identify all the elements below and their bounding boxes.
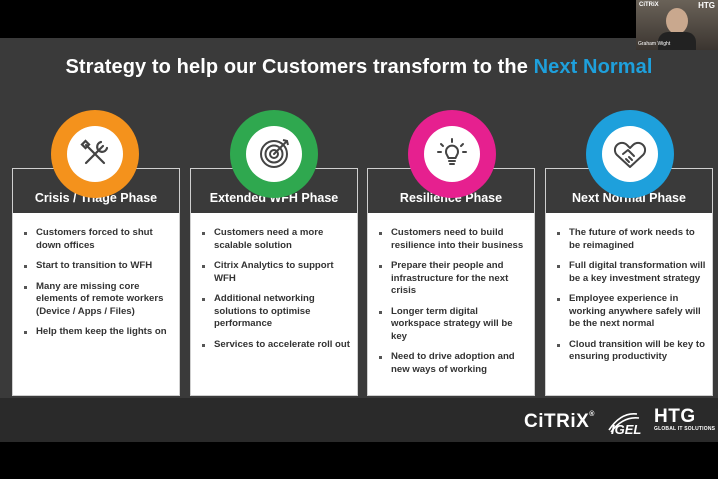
phase-card-extended-wfh: Extended WFH Phase Customers need a more… (190, 168, 358, 396)
phase-title: Resilience Phase (368, 169, 534, 213)
bullet: Customers forced to shut down offices (24, 227, 173, 252)
bullet: Customers need a more scalable solution (202, 227, 351, 252)
bullet: Services to accelerate roll out (202, 338, 350, 350)
bullet: Customers need to build resilience into … (379, 227, 528, 252)
bullet: Citrix Analytics to support WFH (202, 260, 351, 285)
phase-bullets: Customers need to build resilience into … (378, 227, 528, 384)
bullet: Help them keep the lights on (24, 326, 173, 339)
phase-circle-resilience (408, 110, 496, 198)
bottom-bar (0, 442, 718, 479)
title-main: Strategy to help our Customers transform… (65, 56, 534, 78)
bullet: The future of work needs to be reimagine… (557, 227, 706, 252)
bullet: Longer term digital workspace strategy w… (379, 306, 528, 344)
target-icon (260, 139, 289, 168)
phase-circle-crisis (51, 110, 139, 198)
bullet: Start to transition to WFH (24, 260, 173, 273)
phase-card-next-normal: Next Normal Phase The future of work nee… (545, 168, 713, 396)
citrix-registered-mark: ® (589, 411, 595, 418)
participant-name: Graham Wight (638, 41, 671, 47)
webcam-tile[interactable]: CiTRiX HTG Graham Wight (636, 0, 718, 50)
handshake-heart-icon (613, 141, 647, 168)
bullet: Full digital transformation will be a ke… (557, 260, 706, 284)
phase-bullets: Customers forced to shut down offices St… (23, 227, 173, 347)
webcam-htg-logo: HTG (698, 1, 715, 10)
htg-subtitle: GLOBAL IT SOLUTIONS (654, 426, 716, 432)
bullet: Employee experience in working anywhere … (557, 293, 706, 331)
top-bar (0, 0, 718, 38)
phase-card-crisis: Crisis / Triage Phase Customers forced t… (12, 168, 180, 396)
htg-wordmark: HTG (654, 406, 696, 427)
title-highlight: Next Normal (533, 56, 653, 78)
slide-footer (0, 398, 718, 442)
igel-swoosh-icon (608, 413, 640, 433)
phase-card-resilience: Resilience Phase Customers need to build… (367, 168, 535, 396)
citrix-logo: CiTRiX® (524, 411, 595, 433)
participant-face (666, 8, 688, 34)
igel-wordmark: IGEL (611, 422, 642, 437)
tools-icon (80, 139, 109, 165)
citrix-wordmark: CiTRiX (524, 411, 590, 432)
bullet: Need to drive adoption and new ways of w… (379, 351, 528, 376)
bullet: Cloud transition will be key to ensuring… (557, 338, 705, 362)
webcam-citrix-logo: CiTRiX (639, 2, 659, 8)
phase-circle-extended-wfh (230, 110, 318, 198)
igel-logo: IGEL (603, 410, 643, 441)
slide-title: Strategy to help our Customers transform… (0, 56, 718, 79)
htg-logo: HTG GLOBAL IT SOLUTIONS (654, 406, 715, 432)
bullet: Additional networking solutions to optim… (202, 293, 351, 331)
phase-bullets: The future of work needs to be reimagine… (556, 227, 706, 372)
participant-body (658, 32, 696, 50)
bullet: Many are missing core elements of remote… (24, 281, 173, 319)
lightbulb-icon (437, 138, 467, 165)
bullet: Prepare their people and infrastructure … (379, 260, 528, 298)
presentation-slide: Strategy to help our Customers transform… (0, 38, 718, 442)
phase-circle-next-normal (586, 110, 674, 198)
phase-bullets: Customers need a more scalable solution … (201, 227, 351, 359)
